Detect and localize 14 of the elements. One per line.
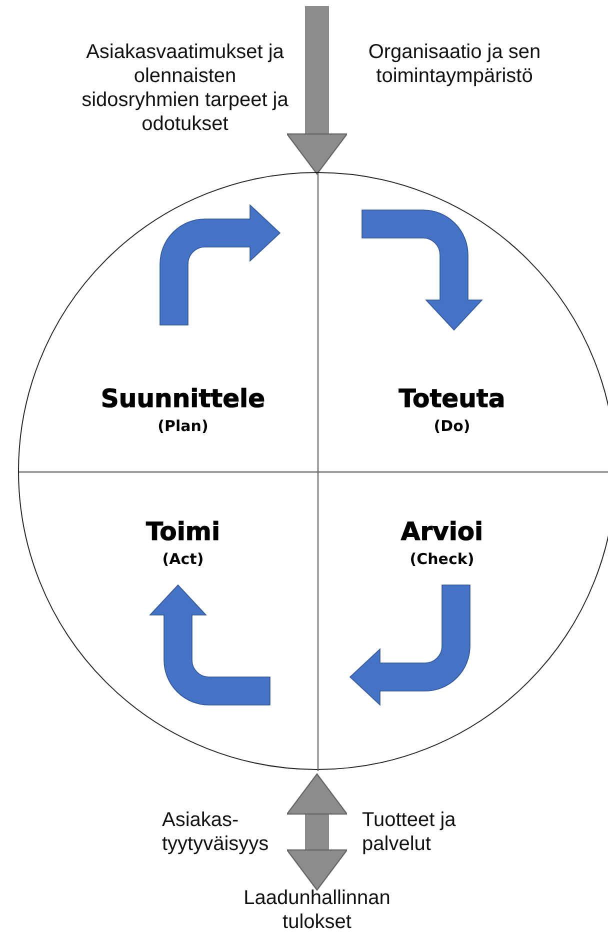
- flow-label: Asiakas- tyytyväisyys: [162, 808, 270, 856]
- flow-label: Tuotteet ja palvelut: [362, 808, 457, 856]
- phase-title: Toimi: [146, 516, 220, 548]
- phase-title: Arvioi: [400, 516, 484, 548]
- phase-subtitle: (Plan): [158, 416, 208, 437]
- phase-subtitle: (Act): [162, 549, 204, 570]
- phase-subtitle: (Check): [410, 549, 474, 570]
- phase-subtitle: (Do): [434, 416, 470, 437]
- flow-label: Asiakasvaatimukset ja olennaisten sidosryhmien tarpeet ja odotukset: [80, 40, 290, 136]
- output-text: Laadunhallinnan tulokset: [217, 886, 417, 934]
- flow-label: Organisaatio ja sen toimintaympäristö: [367, 40, 542, 88]
- phase-title: Suunnittele: [100, 383, 266, 415]
- cycle-circle: [18, 172, 608, 770]
- phase-title: Toteuta: [398, 383, 506, 415]
